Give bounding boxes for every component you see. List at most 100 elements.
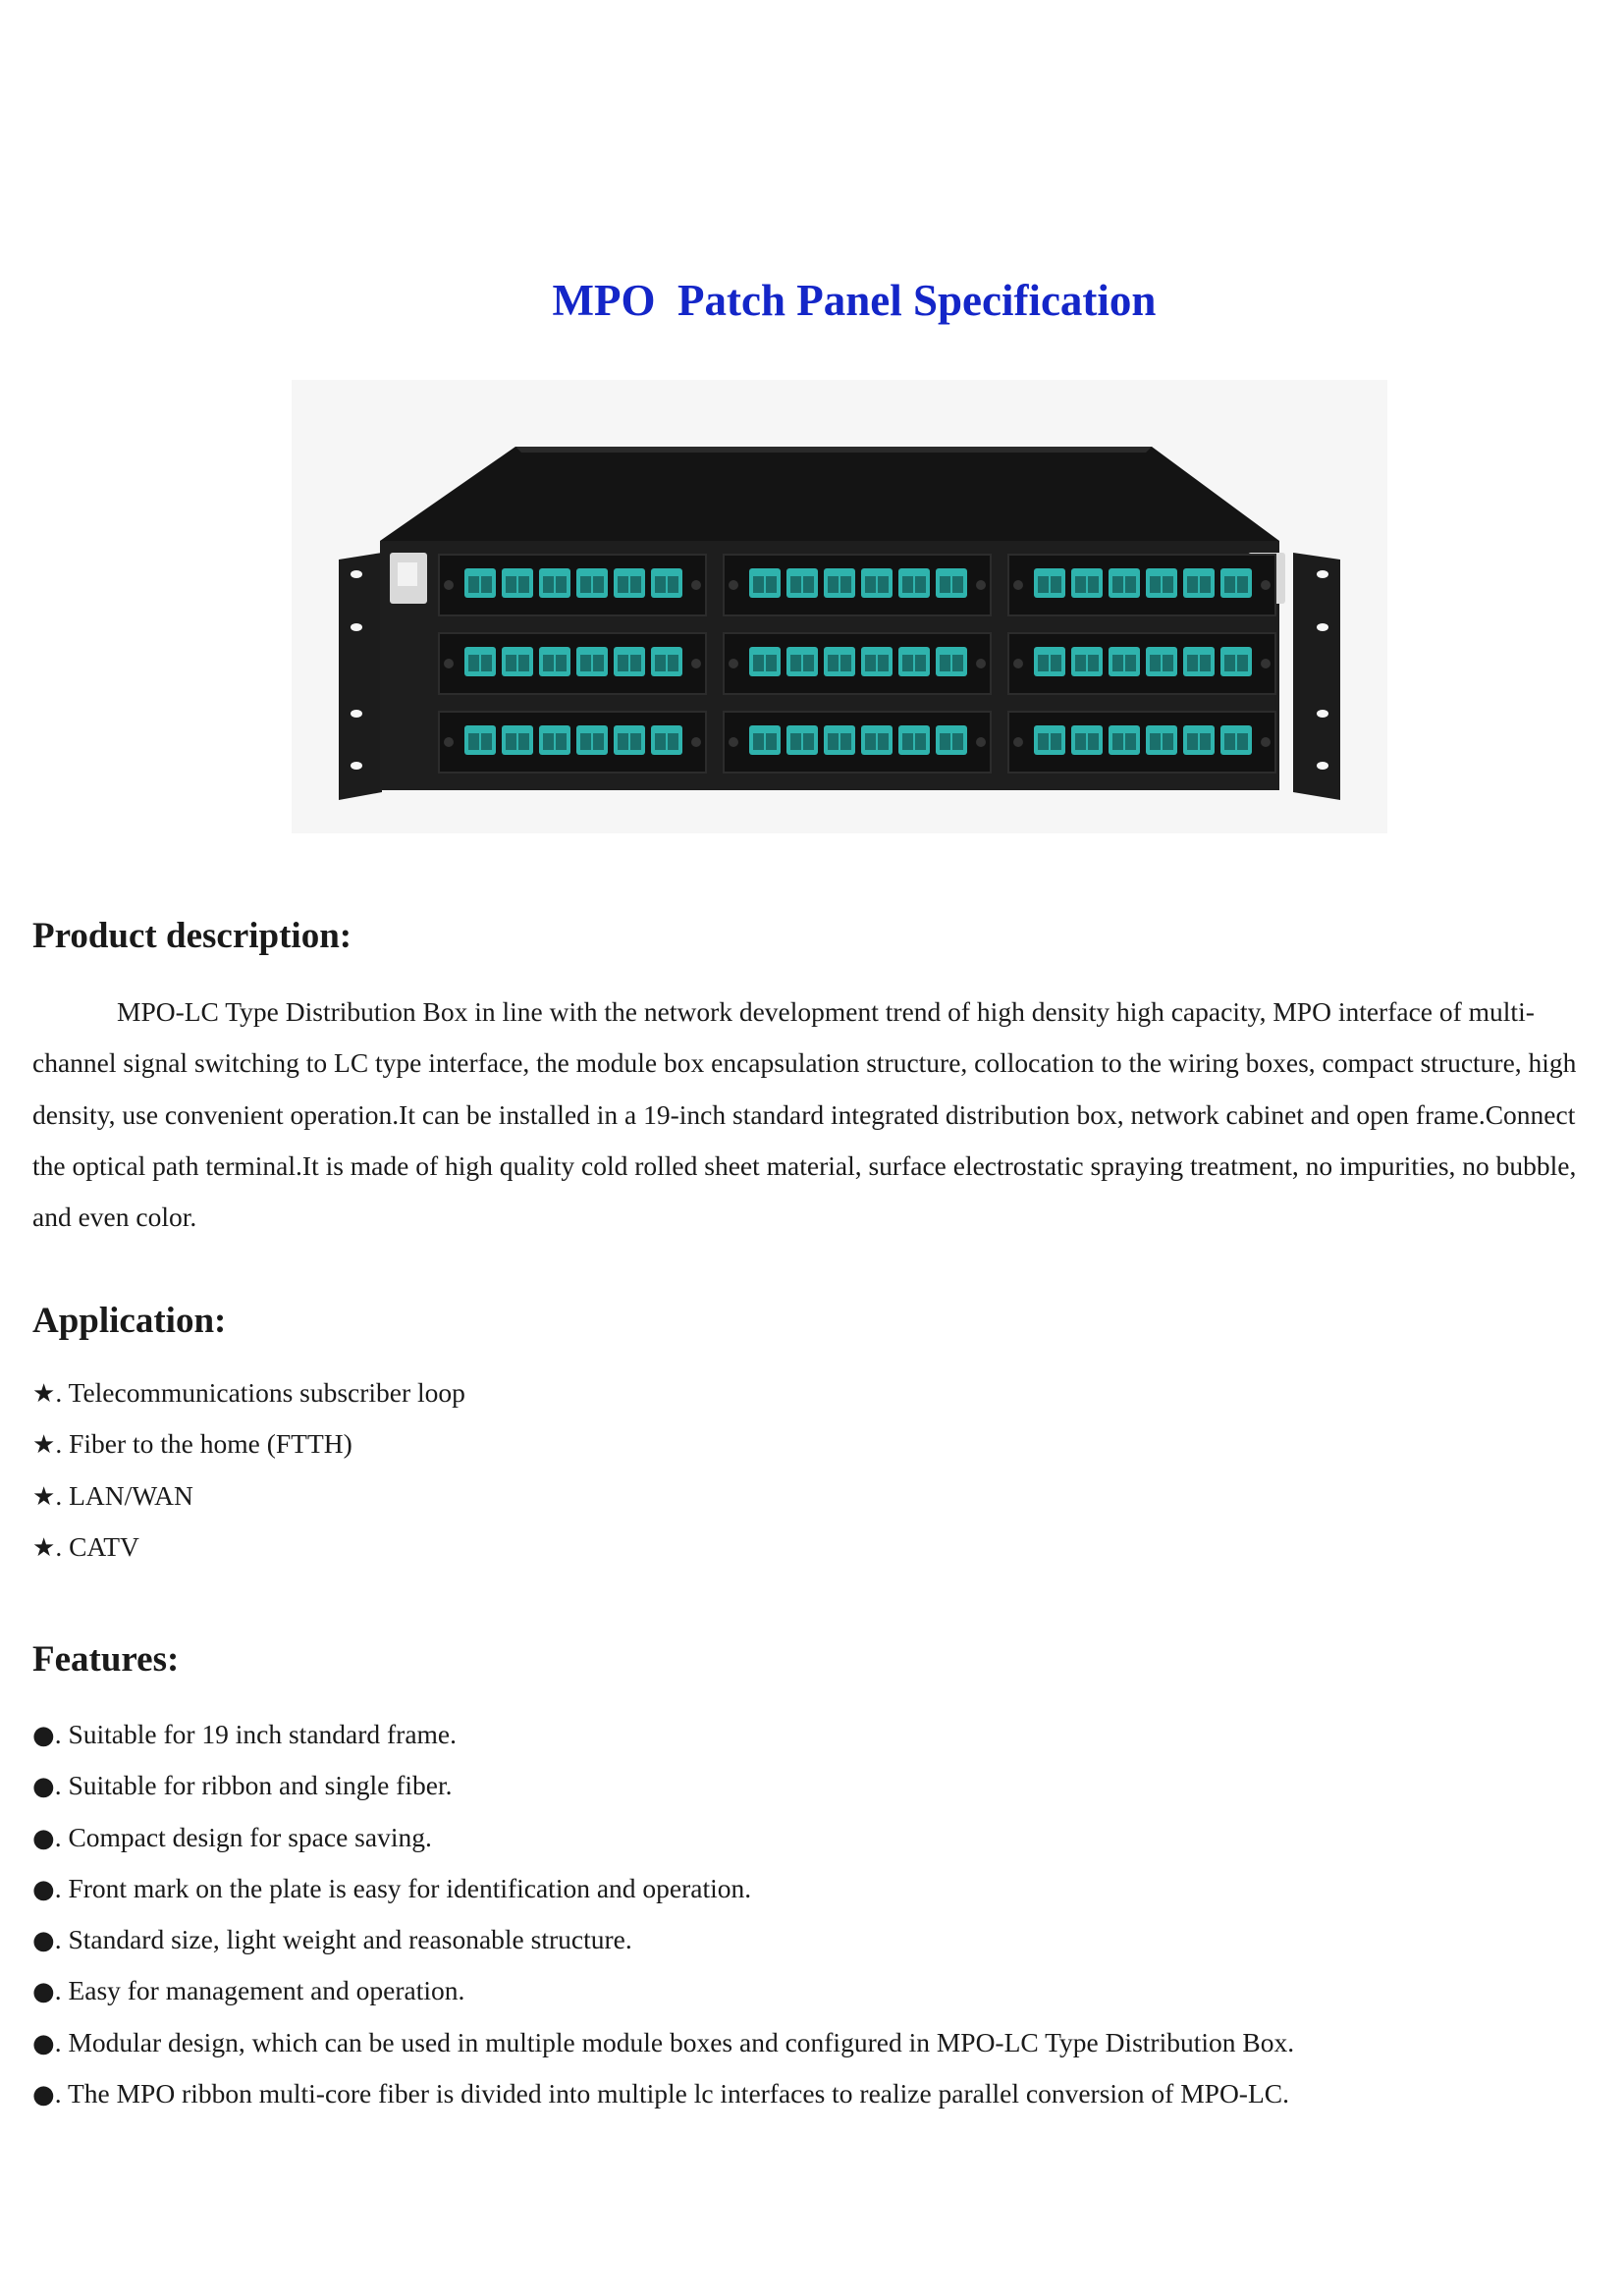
lc-port (766, 733, 777, 750)
lc-port (518, 655, 529, 671)
lc-port (668, 655, 678, 671)
lc-port (668, 733, 678, 750)
lc-port (481, 576, 492, 593)
lc-port (481, 655, 492, 671)
lc-port (1187, 655, 1198, 671)
bullet-icon: ● (32, 1926, 55, 1956)
list-item: ●. Front mark on the plate is easy for i… (32, 1872, 752, 1904)
rack-ear-left (339, 553, 382, 800)
bullet-icon: ● (32, 2028, 55, 2058)
module-screw (976, 737, 986, 747)
lc-port (902, 655, 913, 671)
lc-port (1051, 733, 1061, 750)
list-item: ★. CATV (32, 1530, 139, 1563)
list-item: ★. Fiber to the home (FTTH) (32, 1428, 352, 1461)
lc-port (506, 655, 516, 671)
lc-port (1237, 655, 1248, 671)
list-item: ★. LAN/WAN (32, 1479, 193, 1512)
lc-port (580, 733, 591, 750)
lc-port (1112, 576, 1123, 593)
lc-port (543, 733, 554, 750)
module-screw (1261, 737, 1271, 747)
patch-panel-photo (292, 380, 1387, 833)
lc-port (518, 733, 529, 750)
lc-port (481, 733, 492, 750)
lc-port (1200, 576, 1211, 593)
lc-port (1237, 576, 1248, 593)
lc-port (940, 655, 950, 671)
lc-port (543, 576, 554, 593)
lc-port (840, 655, 851, 671)
lc-port (618, 655, 628, 671)
bullet-icon: ● (32, 1874, 55, 1904)
bullet-icon: ● (32, 1772, 55, 1802)
lc-port (1125, 655, 1136, 671)
lc-port (506, 576, 516, 593)
lc-port (556, 655, 567, 671)
lc-port (655, 733, 666, 750)
module-screw (976, 580, 986, 590)
lc-port (790, 576, 801, 593)
description-text: MPO-LC Type Distribution Box in line wit… (32, 996, 1577, 1233)
list-item: ●. Easy for management and operation. (32, 1975, 465, 2007)
lc-port (1187, 576, 1198, 593)
lc-port (468, 733, 479, 750)
lc-port (790, 655, 801, 671)
module-screw (729, 737, 738, 747)
lc-port (1125, 576, 1136, 593)
lc-port (840, 576, 851, 593)
lc-port (1075, 655, 1086, 671)
list-item: ●. Suitable for 19 inch standard frame. (32, 1719, 458, 1750)
lc-port (1187, 733, 1198, 750)
lc-port (468, 576, 479, 593)
lc-port (753, 576, 764, 593)
lc-port (1163, 655, 1173, 671)
lc-port (1200, 655, 1211, 671)
list-item: ●. Suitable for ribbon and single fiber. (32, 1770, 453, 1802)
module-screw (976, 659, 986, 668)
lc-port (1088, 576, 1099, 593)
lc-port (753, 733, 764, 750)
list-item: ●. Standard size, light weight and reaso… (32, 1924, 632, 1956)
module-screw (1013, 580, 1023, 590)
lc-port (902, 733, 913, 750)
features-heading: Features: (32, 1639, 180, 1680)
lc-port (1224, 733, 1235, 750)
lc-port (878, 655, 889, 671)
lc-port (618, 576, 628, 593)
lc-port (518, 576, 529, 593)
lc-port (580, 655, 591, 671)
lc-port (668, 576, 678, 593)
lc-port (865, 655, 876, 671)
lc-port (1075, 576, 1086, 593)
lc-port (543, 655, 554, 671)
lc-port (878, 733, 889, 750)
features-list: ●. Suitable for 19 inch standard frame. … (32, 1709, 1294, 2119)
lc-port (655, 576, 666, 593)
lc-port (902, 576, 913, 593)
lc-port (655, 655, 666, 671)
module-screw (691, 580, 701, 590)
page-title: MPO Patch Panel Specification (552, 276, 1157, 325)
list-item: ●. The MPO ribbon multi-core fiber is di… (32, 2078, 1289, 2110)
lc-port (1038, 655, 1049, 671)
bullet-icon: ● (32, 1823, 55, 1853)
module-screw (1261, 659, 1271, 668)
module-screw (1013, 737, 1023, 747)
module-screw (729, 659, 738, 668)
lc-port (952, 655, 963, 671)
bullet-icon: ● (32, 2080, 55, 2110)
lc-port (1150, 655, 1161, 671)
module-screw (444, 580, 454, 590)
lc-port (593, 655, 604, 671)
list-item: ●. Modular design, which can be used in … (32, 2026, 1295, 2058)
lc-port (1088, 733, 1099, 750)
lc-port (1224, 655, 1235, 671)
bullet-icon: ● (32, 1977, 55, 2007)
lc-port (506, 733, 516, 750)
lc-port (840, 733, 851, 750)
lc-port (1051, 655, 1061, 671)
module-screw (1261, 580, 1271, 590)
star-icon: ★ (32, 1379, 56, 1409)
module-screw (444, 659, 454, 668)
